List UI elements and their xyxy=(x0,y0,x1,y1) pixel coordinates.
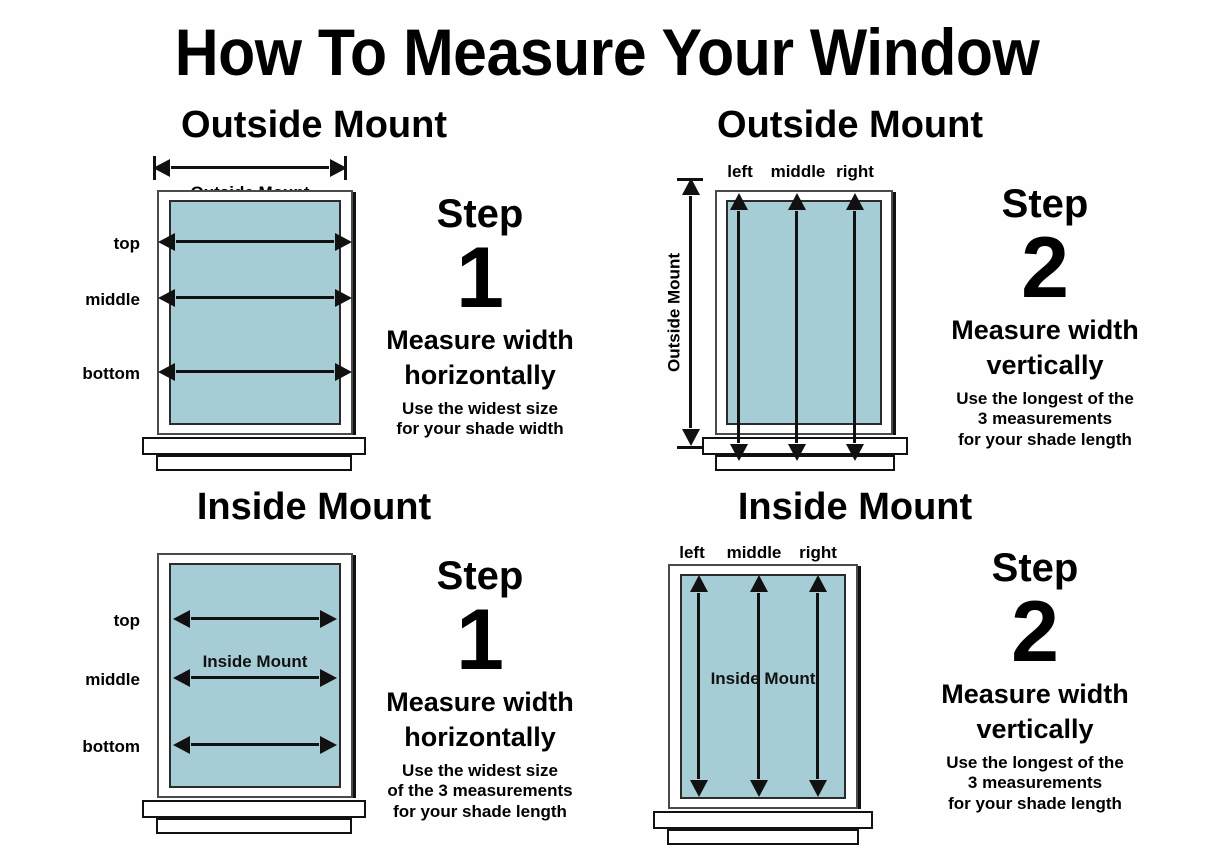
panel-outside-mount-step1: Outside Mount Outside Mount top middle b… xyxy=(20,106,600,476)
step-main-line2: horizontally xyxy=(404,360,556,391)
measure-arrow-right xyxy=(853,211,856,443)
window-sill-upper xyxy=(142,437,366,455)
frame-shadow xyxy=(855,566,861,809)
step-number: 2 xyxy=(1021,220,1069,316)
step-main-line2: vertically xyxy=(986,350,1104,381)
step-block: Step 2 Measure width vertically Use the … xyxy=(920,548,1150,814)
measure-arrow-middle xyxy=(757,593,760,779)
panel-heading: Outside Mount xyxy=(717,104,983,146)
measure-arrow-top xyxy=(176,240,334,243)
step-main-line1: Measure width xyxy=(386,687,574,718)
window-sill-lower xyxy=(156,818,352,834)
window-sill-upper xyxy=(142,800,366,818)
inline-dimension-label: Inside Mount xyxy=(202,652,308,671)
measure-arrow-top xyxy=(191,617,319,620)
step-number: 1 xyxy=(456,230,504,326)
measure-arrow-left xyxy=(737,211,740,443)
step-sub-line1: Use the longest of the xyxy=(946,752,1124,772)
dimension-label-vertical: Outside Mount xyxy=(664,253,684,372)
column-label-middle: middle xyxy=(726,543,782,562)
row-label-middle: middle xyxy=(85,670,140,689)
panel-heading: Inside Mount xyxy=(196,486,432,528)
panel-heading: Outside Mount xyxy=(181,104,447,146)
measure-arrow-left xyxy=(697,593,700,779)
page-title: How To Measure Your Window xyxy=(174,15,1040,89)
row-label-bottom: bottom xyxy=(82,364,140,383)
frame-shadow xyxy=(350,192,356,435)
panel-outside-mount-step2: Outside Mount left middle right Outside … xyxy=(620,106,1200,476)
step-sub-line3: for your shade length xyxy=(948,794,1122,814)
step-number: 2 xyxy=(1011,584,1059,680)
measure-arrow-middle xyxy=(176,296,334,299)
step-sub-line1: Use the widest size xyxy=(402,398,558,418)
row-label-top: top xyxy=(113,234,140,253)
window-sill-upper xyxy=(653,811,873,829)
step-sub-line2: 3 measurements xyxy=(977,409,1113,429)
frame-shadow xyxy=(890,192,896,435)
row-label-middle: middle xyxy=(85,290,140,309)
column-label-right: right xyxy=(799,543,837,562)
step-number: 1 xyxy=(456,592,504,688)
measure-arrow-right xyxy=(816,593,819,779)
measure-arrow-bottom xyxy=(191,743,319,746)
step-main-line1: Measure width xyxy=(386,325,574,356)
row-label-bottom: bottom xyxy=(82,737,140,756)
window-glass xyxy=(169,200,341,425)
step-sub-line2: 3 measurements xyxy=(967,773,1103,793)
step-word: Step xyxy=(436,554,524,598)
step-main-line1: Measure width xyxy=(951,315,1139,346)
step-main-line1: Measure width xyxy=(941,679,1129,710)
window-sill-lower xyxy=(667,829,859,845)
measure-arrow-middle xyxy=(191,676,319,679)
dimension-tick-bottom xyxy=(677,446,703,449)
dimension-arrow-outside-width xyxy=(171,166,329,169)
step-block: Step 1 Measure width horizontally Use th… xyxy=(365,556,595,822)
window-glass xyxy=(726,200,882,425)
frame-shadow xyxy=(350,555,356,798)
step-sub-line3: for your shade length xyxy=(958,430,1132,450)
column-label-left: left xyxy=(727,162,753,181)
step-word: Step xyxy=(1001,182,1089,226)
step-word: Step xyxy=(436,192,524,236)
step-sub-line1: Use the widest size xyxy=(402,760,558,780)
measure-arrow-bottom xyxy=(176,370,334,373)
panel-inside-mount-step2: Inside Mount left middle right Inside Mo… xyxy=(620,488,1200,858)
step-sub-line3: for your shade length xyxy=(393,802,567,822)
step-main-line2: horizontally xyxy=(404,722,556,753)
dimension-arrow-outside-length xyxy=(689,196,692,428)
step-block: Step 2 Measure width vertically Use the … xyxy=(930,184,1160,450)
window-sill-lower xyxy=(156,455,352,471)
step-sub-line2: of the 3 measurements xyxy=(387,781,573,801)
column-label-right: right xyxy=(836,162,874,181)
panel-inside-mount-step1: Inside Mount Inside Mount top middle bot… xyxy=(20,488,600,858)
row-label-top: top xyxy=(113,611,140,630)
column-label-middle: middle xyxy=(770,162,826,181)
step-sub-line1: Use the longest of the xyxy=(956,388,1134,408)
step-word: Step xyxy=(991,546,1079,590)
measure-arrow-middle xyxy=(795,211,798,443)
panel-heading: Inside Mount xyxy=(737,486,973,528)
inline-dimension-label: Inside Mount xyxy=(710,669,816,688)
step-block: Step 1 Measure width horizontally Use th… xyxy=(365,194,595,439)
column-label-left: left xyxy=(679,543,705,562)
step-main-line2: vertically xyxy=(976,714,1094,745)
step-sub-line2: for your shade width xyxy=(396,419,564,439)
